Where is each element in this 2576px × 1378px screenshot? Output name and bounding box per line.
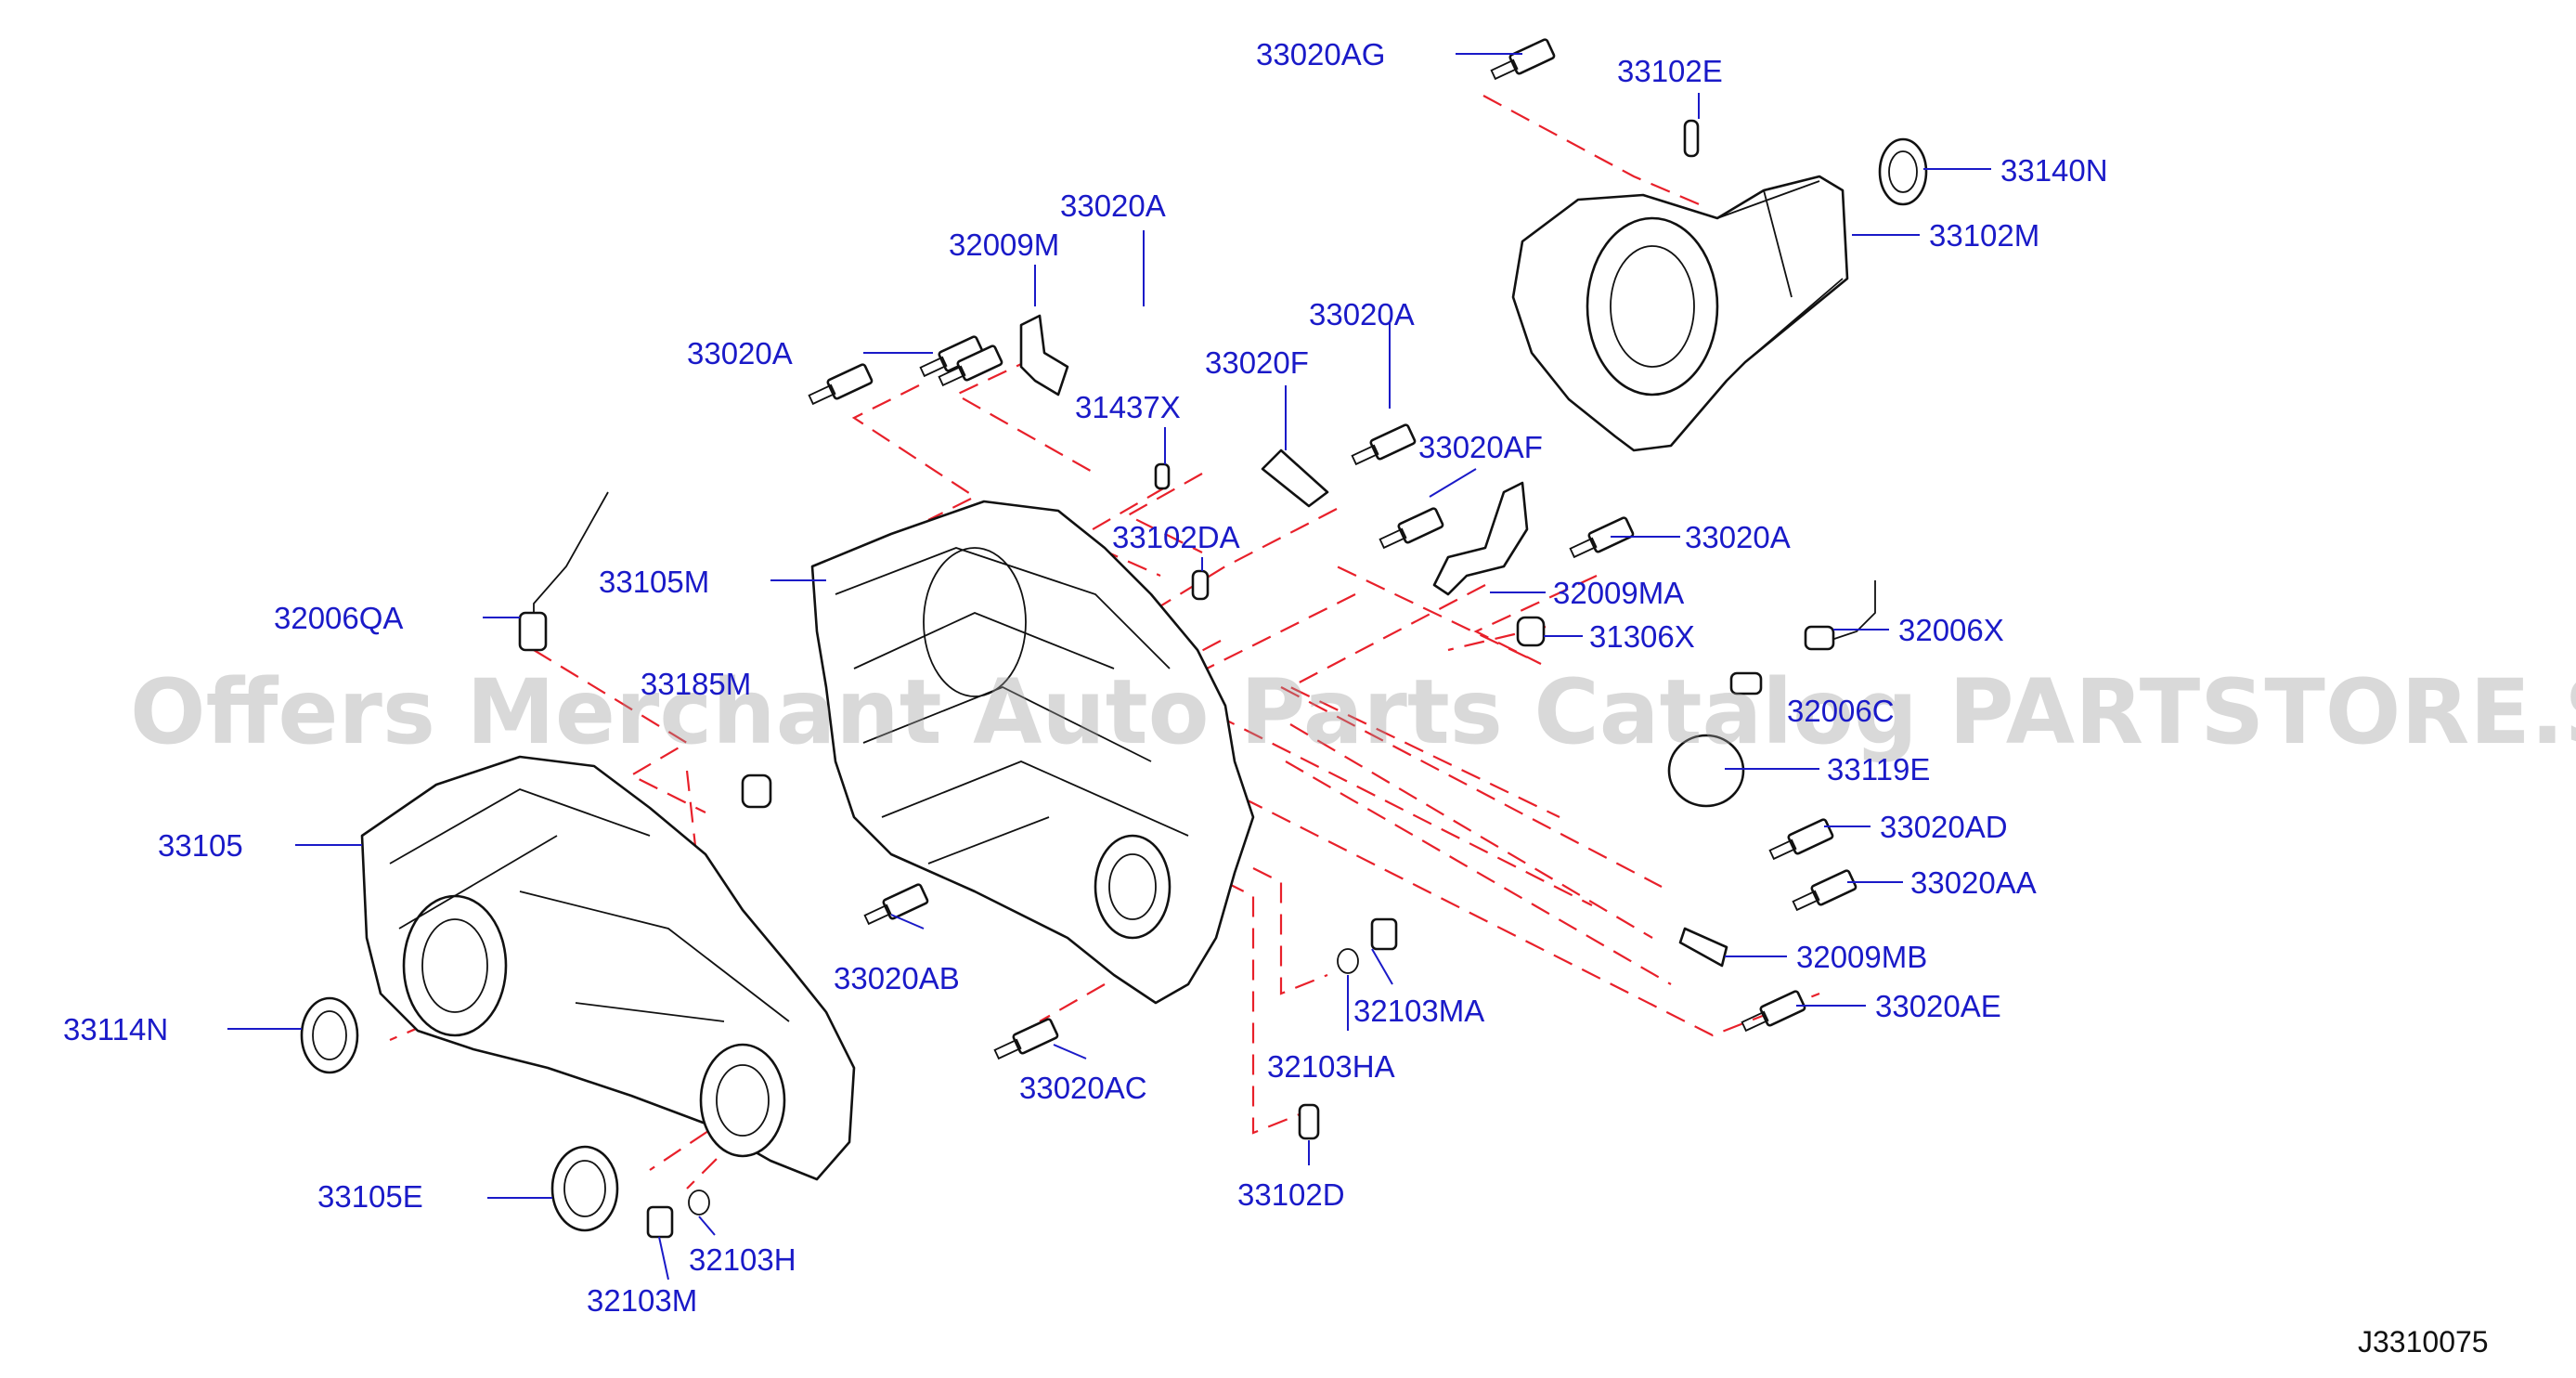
part-labels: 33020AG 33102E 33140N 33102M 33020A 3200…: [63, 37, 2108, 1318]
plug-32103MA: [1370, 917, 1398, 951]
label-33140N[interactable]: 33140N: [2000, 153, 2108, 188]
label-33102DA[interactable]: 33102DA: [1112, 520, 1240, 554]
label-32009MA[interactable]: 32009MA: [1553, 576, 1684, 610]
center-case: [810, 500, 1255, 1005]
label-32009M[interactable]: 32009M: [949, 228, 1059, 262]
seal-33105E: [550, 1145, 619, 1232]
leader-lines: [227, 53, 1991, 1280]
pin-33102D: [1298, 1103, 1320, 1140]
label-33185M[interactable]: 33185M: [641, 667, 751, 701]
bushing-33185M: [741, 774, 772, 809]
label-33020AF[interactable]: 33020AF: [1418, 430, 1543, 464]
diagram-code: J3310075: [2358, 1325, 2489, 1358]
sensor-32006X: [1804, 625, 1835, 651]
bracket-32009M: [1019, 314, 1069, 396]
label-33020A-left[interactable]: 33020A: [687, 336, 793, 370]
oring-32103MA: [1337, 948, 1359, 974]
pin-31437X: [1154, 462, 1171, 490]
sensor-32006QA: [518, 611, 548, 652]
label-33020A-top[interactable]: 33020A: [1060, 188, 1166, 223]
label-33105E[interactable]: 33105E: [317, 1179, 423, 1214]
label-32103M[interactable]: 32103M: [587, 1283, 697, 1318]
label-32006X[interactable]: 32006X: [1898, 613, 2004, 647]
oring-32103H: [688, 1190, 710, 1216]
pin-33102DA: [1191, 569, 1210, 601]
label-33020AC[interactable]: 33020AC: [1019, 1071, 1147, 1105]
bolts: [808, 38, 1858, 1060]
sensor-32006C: [1729, 671, 1763, 696]
label-33020AA[interactable]: 33020AA: [1910, 865, 2037, 900]
label-31306X[interactable]: 31306X: [1589, 619, 1695, 654]
cover-33119E: [1667, 734, 1745, 808]
label-33114N[interactable]: 33114N: [63, 1012, 168, 1046]
label-32103HA[interactable]: 32103HA: [1267, 1049, 1395, 1084]
label-33020A-right[interactable]: 33020A: [1685, 520, 1791, 554]
bracket-32009MB: [1678, 927, 1728, 968]
label-33020AG[interactable]: 33020AG: [1256, 37, 1385, 72]
label-32103H[interactable]: 32103H: [689, 1242, 796, 1277]
label-33105M[interactable]: 33105M: [599, 565, 709, 599]
label-32006QA[interactable]: 32006QA: [274, 601, 403, 635]
watermark: Offers Merchant Auto Parts Catalog PARTS…: [130, 660, 2576, 764]
small-parts: [300, 314, 1876, 1239]
label-31437X[interactable]: 31437X: [1075, 390, 1181, 424]
bracket-33020F: [1261, 448, 1329, 508]
label-33020AD[interactable]: 33020AD: [1880, 810, 2008, 844]
label-33102M[interactable]: 33102M: [1929, 218, 2039, 253]
label-33105[interactable]: 33105: [158, 828, 243, 863]
seal-33114N: [300, 996, 359, 1074]
sensor-wire-32006X: [1828, 580, 1876, 642]
label-33119E[interactable]: 33119E: [1827, 752, 1930, 786]
label-32103MA[interactable]: 32103MA: [1353, 994, 1484, 1028]
front-case: [360, 755, 856, 1181]
plug-32103M: [646, 1205, 674, 1239]
label-32006C[interactable]: 32006C: [1787, 694, 1895, 728]
bushing-31306X: [1516, 616, 1546, 647]
label-32009MB[interactable]: 32009MB: [1796, 940, 1927, 974]
rear-extension-housing: [1511, 119, 1928, 452]
bracket-32009MA: [1432, 481, 1529, 596]
label-33102E[interactable]: 33102E: [1617, 54, 1723, 88]
label-33020A-mid[interactable]: 33020A: [1309, 297, 1415, 332]
label-33020AB[interactable]: 33020AB: [834, 961, 960, 995]
label-33020AE[interactable]: 33020AE: [1875, 989, 2001, 1023]
label-33102D[interactable]: 33102D: [1237, 1177, 1345, 1212]
label-33020F[interactable]: 33020F: [1205, 345, 1309, 380]
